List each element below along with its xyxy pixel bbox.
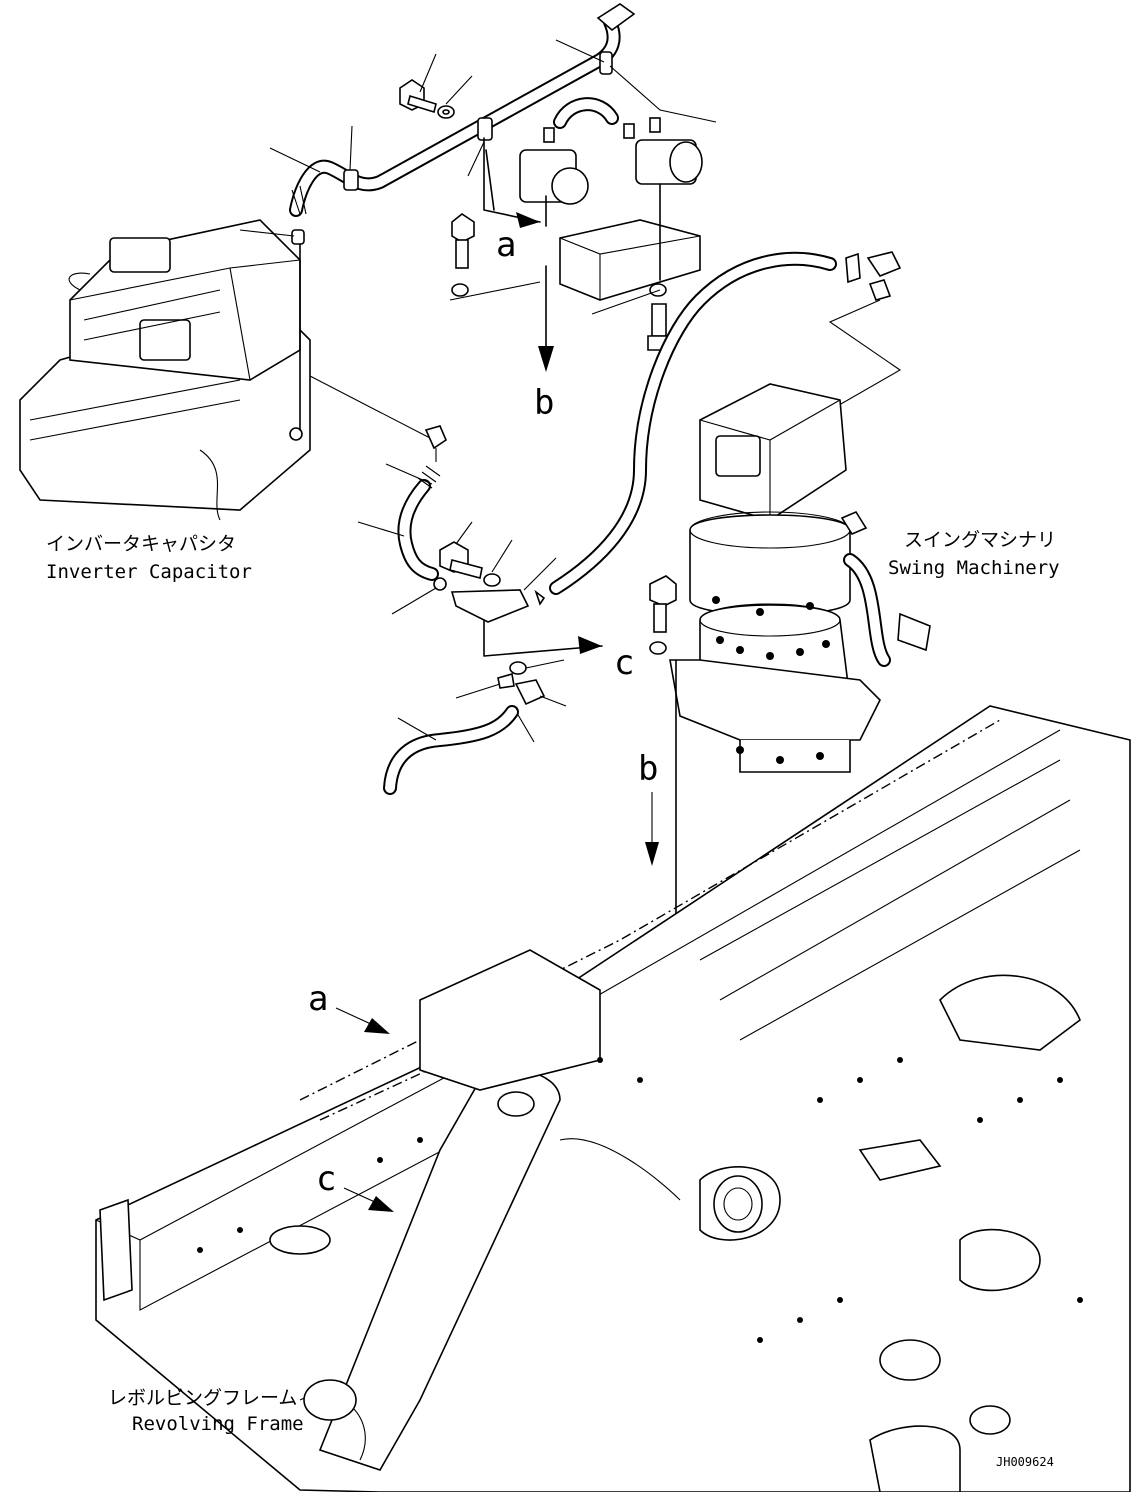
b-arrow-head: [645, 842, 659, 866]
drawing-number: JH009624: [996, 1455, 1054, 1469]
swing-bolt-ring: [712, 596, 830, 764]
swing-label-jp: スイングマシナリ: [904, 529, 1056, 551]
a-arrow-head: [364, 1018, 390, 1034]
swing-label-en: Swing Machinery: [888, 557, 1060, 579]
c-arrow-head: [368, 1196, 394, 1212]
clamp-icon: [383, 521, 603, 795]
callout-b-frame: b: [638, 749, 658, 789]
inverter-label-en: Inverter Capacitor: [46, 561, 252, 583]
callout-c-top: c: [614, 643, 634, 683]
bolt-icon: [399, 53, 437, 114]
valve-icon: [449, 97, 703, 372]
revolving-frame: [95, 705, 1131, 1492]
inverter-label-jp: インバータキャパシタ: [46, 533, 236, 555]
hose-icon: [357, 463, 441, 581]
inverter-capacitor: [19, 219, 447, 521]
upper-hose-assembly: [269, 3, 717, 228]
callout-a-top: a: [496, 225, 516, 265]
frame-label-jp: レボルビングフレーム: [108, 1387, 297, 1409]
swing-machinery: [549, 251, 931, 1301]
callout-c-frame: c: [316, 1159, 336, 1199]
callout-b-top: b: [534, 383, 554, 423]
washer-icon: [437, 75, 473, 119]
frame-rivets: [197, 1057, 1083, 1343]
frame-label-en: Revolving Frame: [132, 1413, 304, 1435]
callout-a-frame: a: [308, 979, 328, 1019]
